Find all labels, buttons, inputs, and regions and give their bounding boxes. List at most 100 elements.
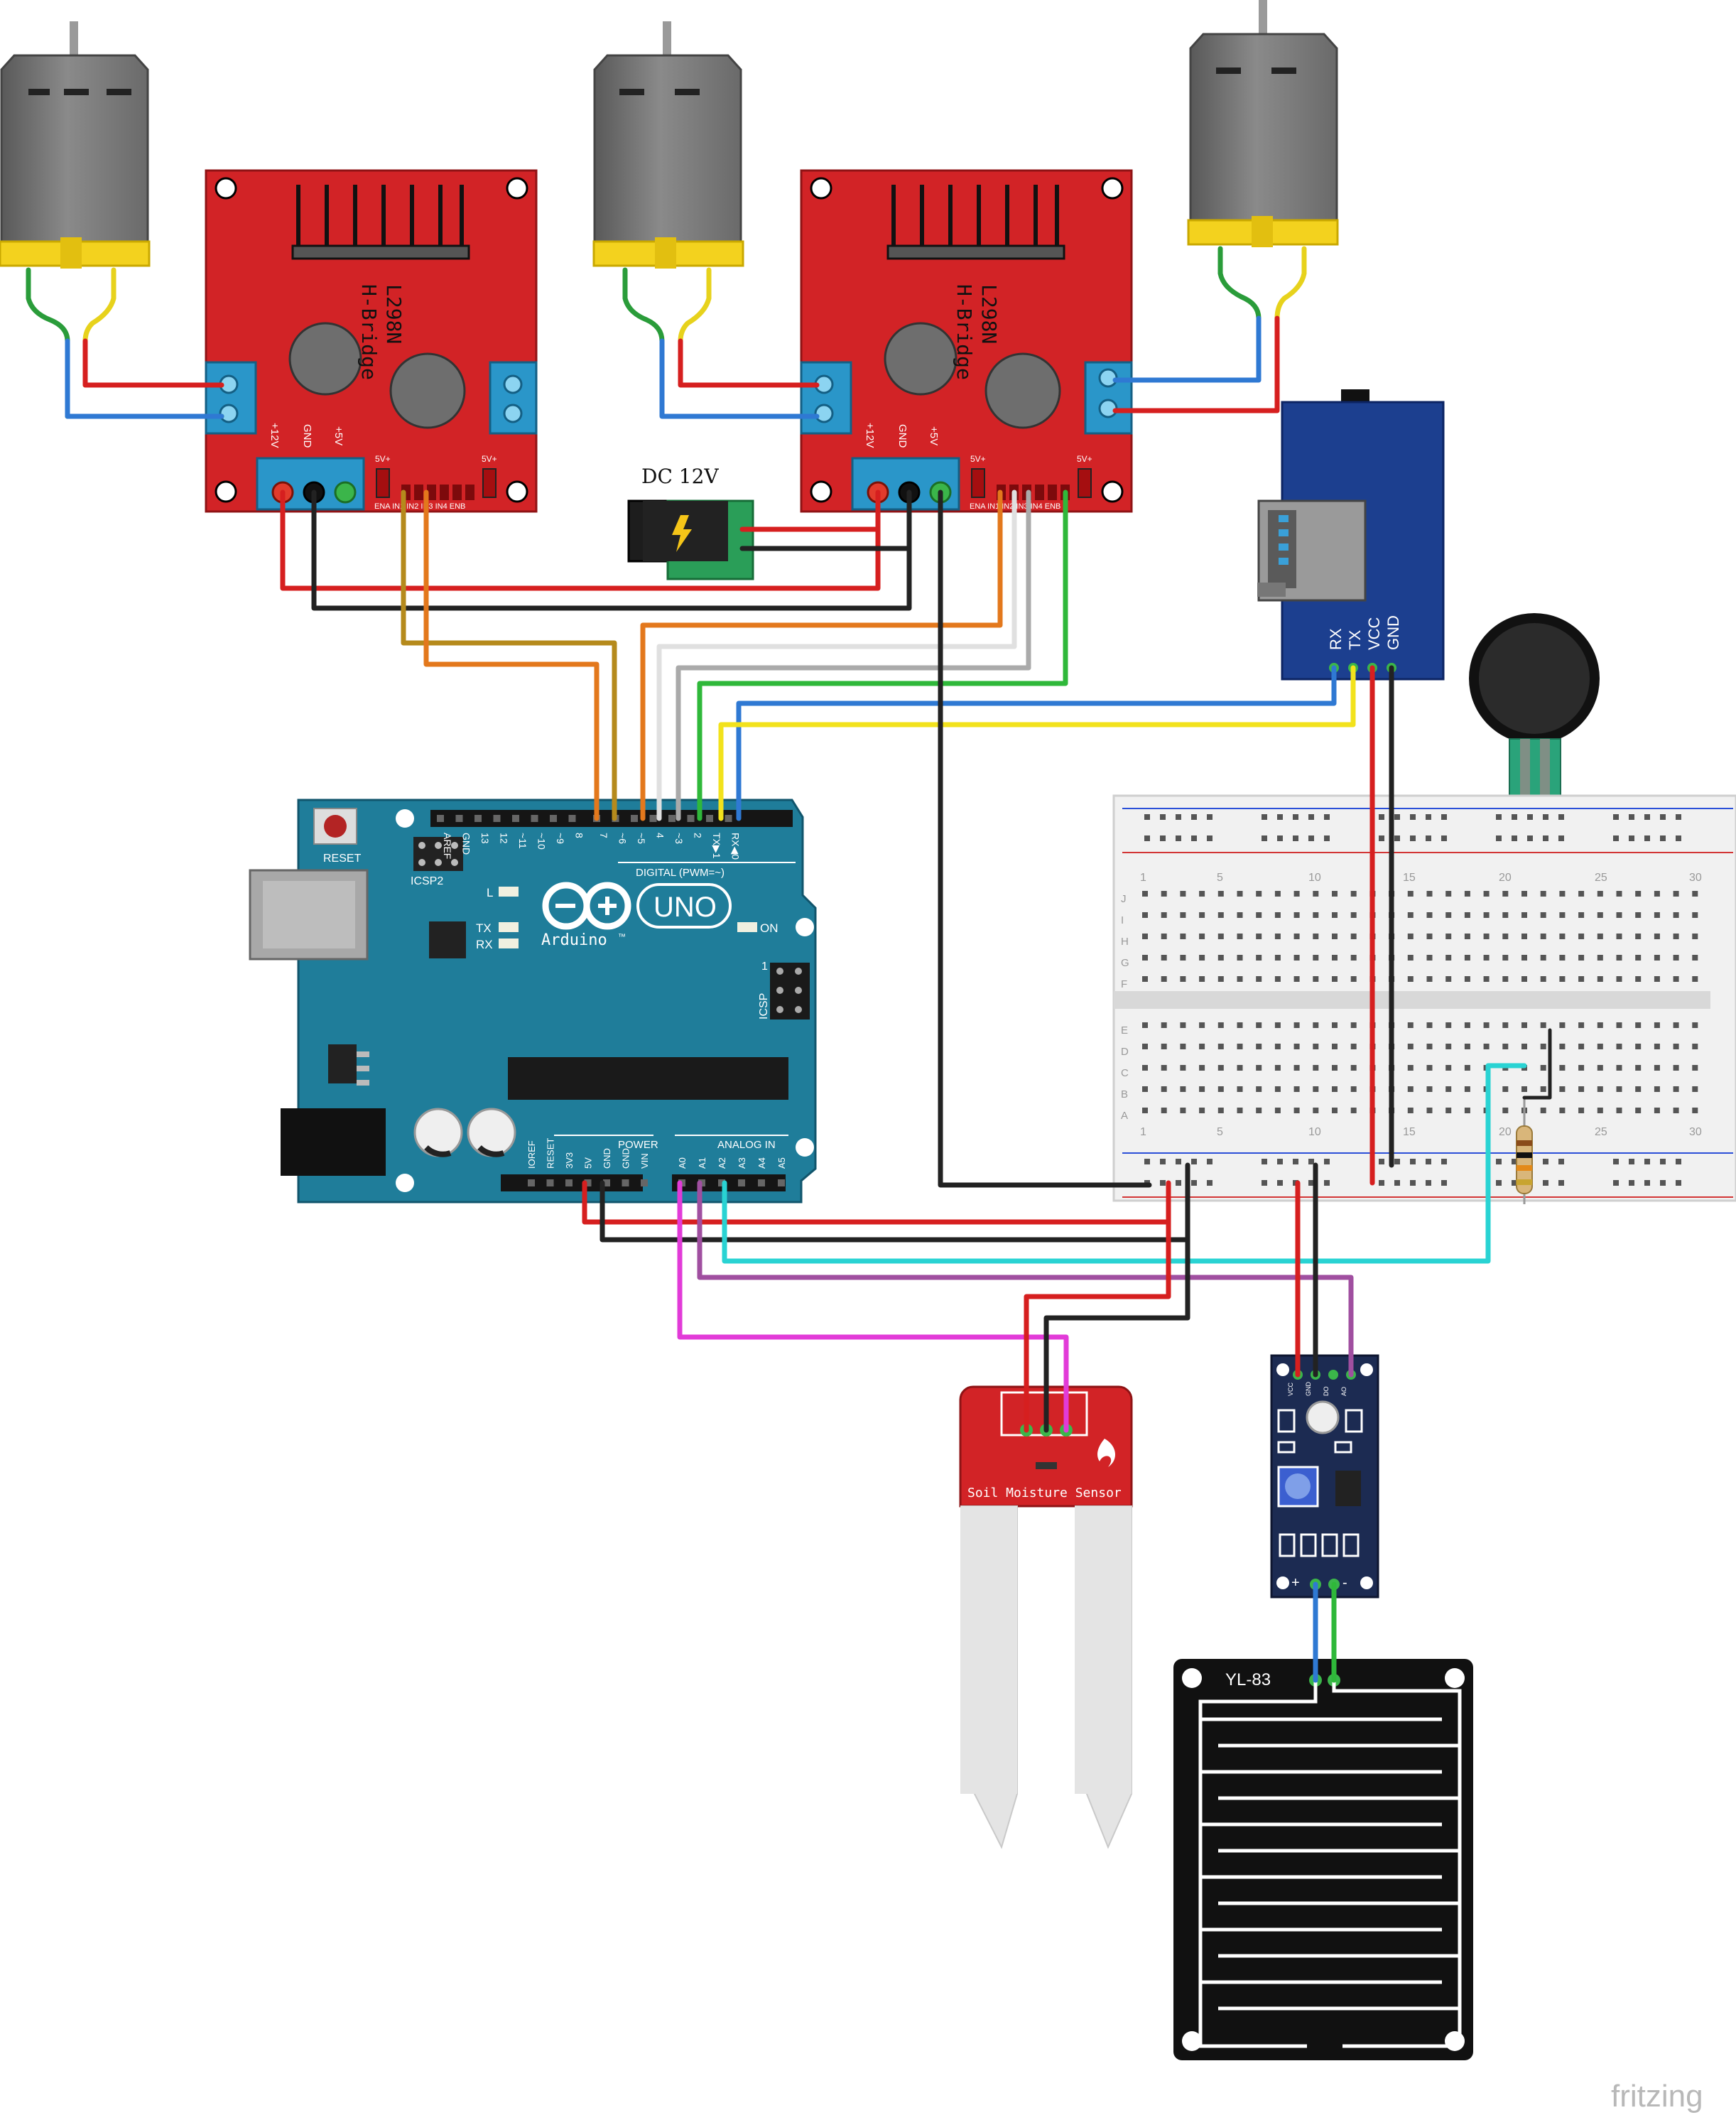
breadboard-hole xyxy=(1521,976,1527,982)
breadboard-hole xyxy=(1313,955,1319,961)
bb-col-15-bottom: 15 xyxy=(1403,1126,1416,1138)
wire-a1-rain xyxy=(697,1180,1354,1378)
breadboard-hole xyxy=(1407,1065,1414,1071)
breadboard-hole xyxy=(1540,1065,1546,1071)
rail-hole xyxy=(1496,1159,1502,1164)
wire-d1-ena xyxy=(401,489,617,821)
breadboard-hole xyxy=(1426,1022,1433,1028)
breadboard-hole xyxy=(1332,976,1338,982)
rail-hole xyxy=(1558,835,1564,841)
rail-hole xyxy=(1394,1159,1400,1164)
breadboard-hole xyxy=(1673,934,1679,939)
wire-soil-vcc xyxy=(1024,1219,1171,1433)
breadboard-hole xyxy=(1445,1086,1452,1092)
breadboard-hole xyxy=(1313,1108,1319,1113)
breadboard-hole xyxy=(1616,1108,1622,1113)
breadboard-hole xyxy=(1521,1022,1527,1028)
led-on-label: ON xyxy=(760,921,779,935)
digital-pin-hole xyxy=(437,815,444,822)
breadboard-hole xyxy=(1502,1086,1509,1092)
breadboard-hole xyxy=(1673,1108,1679,1113)
breadboard-hole xyxy=(1407,912,1414,918)
breadboard-hole xyxy=(1559,1022,1566,1028)
breadboard-hole xyxy=(1635,1044,1642,1049)
breadboard-hole xyxy=(1142,976,1148,982)
digital-pin-label: 13 xyxy=(479,833,491,844)
bb-col-15-top: 15 xyxy=(1403,872,1416,884)
digital-pin-hole xyxy=(668,815,676,822)
breadboard-hole xyxy=(1217,1044,1224,1049)
breadboard-hole xyxy=(1445,1108,1452,1113)
breadboard-hole xyxy=(1559,976,1566,982)
breadboard-hole xyxy=(1217,1086,1224,1092)
breadboard-hole xyxy=(1521,1044,1527,1049)
arduino-logo-icon xyxy=(542,882,631,930)
breadboard-hole xyxy=(1237,1044,1243,1049)
reset-label: RESET xyxy=(323,853,362,865)
bb-row-e: E xyxy=(1121,1024,1128,1037)
bb-col-30-bottom: 30 xyxy=(1689,1126,1702,1138)
breadboard-hole xyxy=(1274,955,1281,961)
breadboard-hole xyxy=(1464,934,1470,939)
icsp2-label: ICSP2 xyxy=(411,875,443,887)
rail-hole xyxy=(1308,835,1314,841)
bb-row-d: D xyxy=(1121,1046,1129,1058)
motor-2-wire-red xyxy=(678,338,820,388)
rain-trace-outline xyxy=(1198,1680,1318,2048)
breadboard-hole xyxy=(1540,1086,1546,1092)
breadboard-hole xyxy=(1464,891,1470,897)
icsp-one-label: 1 xyxy=(761,961,768,973)
breadboard-hole xyxy=(1673,1086,1679,1092)
breadboard-hole xyxy=(1217,1065,1224,1071)
rail-hole xyxy=(1191,835,1197,841)
bb-col-25-bottom: 25 xyxy=(1595,1126,1607,1138)
breadboard-hole xyxy=(1692,955,1698,961)
bb-col-10-bottom: 10 xyxy=(1308,1126,1321,1138)
breadboard-hole xyxy=(1256,1044,1262,1049)
breadboard-hole xyxy=(1559,1065,1566,1071)
rail-hole xyxy=(1394,835,1400,841)
digital-pin-hole xyxy=(455,815,463,822)
breadboard-hole xyxy=(1180,934,1186,939)
driver-2-pin-gnd: GND xyxy=(896,424,908,448)
rail-hole xyxy=(1144,835,1150,841)
breadboard-hole xyxy=(1540,955,1546,961)
sd-pin-gnd: GND xyxy=(1384,615,1402,650)
digital-pin-hole xyxy=(725,815,732,822)
breadboard-hole xyxy=(1464,955,1470,961)
breadboard-hole xyxy=(1199,1086,1205,1092)
digital-pin-hole xyxy=(649,815,657,822)
breadboard-hole xyxy=(1407,934,1414,939)
breadboard-hole xyxy=(1274,1108,1281,1113)
breadboard-hole xyxy=(1256,934,1262,939)
breadboard-hole xyxy=(1350,1086,1357,1092)
breadboard-hole xyxy=(1217,1022,1224,1028)
rail-hole xyxy=(1527,835,1533,841)
breadboard-hole xyxy=(1180,1022,1186,1028)
lightning-icon xyxy=(672,515,692,552)
breadboard-hole xyxy=(1483,1044,1490,1049)
breadboard-hole xyxy=(1540,891,1546,897)
analog-pin-hole xyxy=(738,1179,745,1186)
rail-hole xyxy=(1660,1159,1666,1164)
rail-hole xyxy=(1308,1180,1314,1186)
motor-2-lead-green xyxy=(622,267,665,344)
rail-hole xyxy=(1441,1180,1447,1186)
bb-col-1-bottom: 1 xyxy=(1140,1126,1146,1138)
breadboard-hole xyxy=(1540,1022,1546,1028)
breadboard-hole xyxy=(1407,891,1414,897)
rail-hole xyxy=(1660,835,1666,841)
breadboard-hole xyxy=(1350,1065,1357,1071)
breadboard-hole xyxy=(1578,891,1585,897)
rail-hole xyxy=(1426,1159,1431,1164)
analog-pin-hole xyxy=(718,1179,725,1186)
rail-hole xyxy=(1660,814,1666,820)
rail-hole xyxy=(1324,835,1330,841)
wire-5v-breadboard xyxy=(938,489,1152,1188)
breadboard-hole xyxy=(1161,976,1167,982)
digital-pin-hole xyxy=(550,815,557,822)
breadboard-hole xyxy=(1635,955,1642,961)
rail-hole xyxy=(1191,1180,1197,1186)
